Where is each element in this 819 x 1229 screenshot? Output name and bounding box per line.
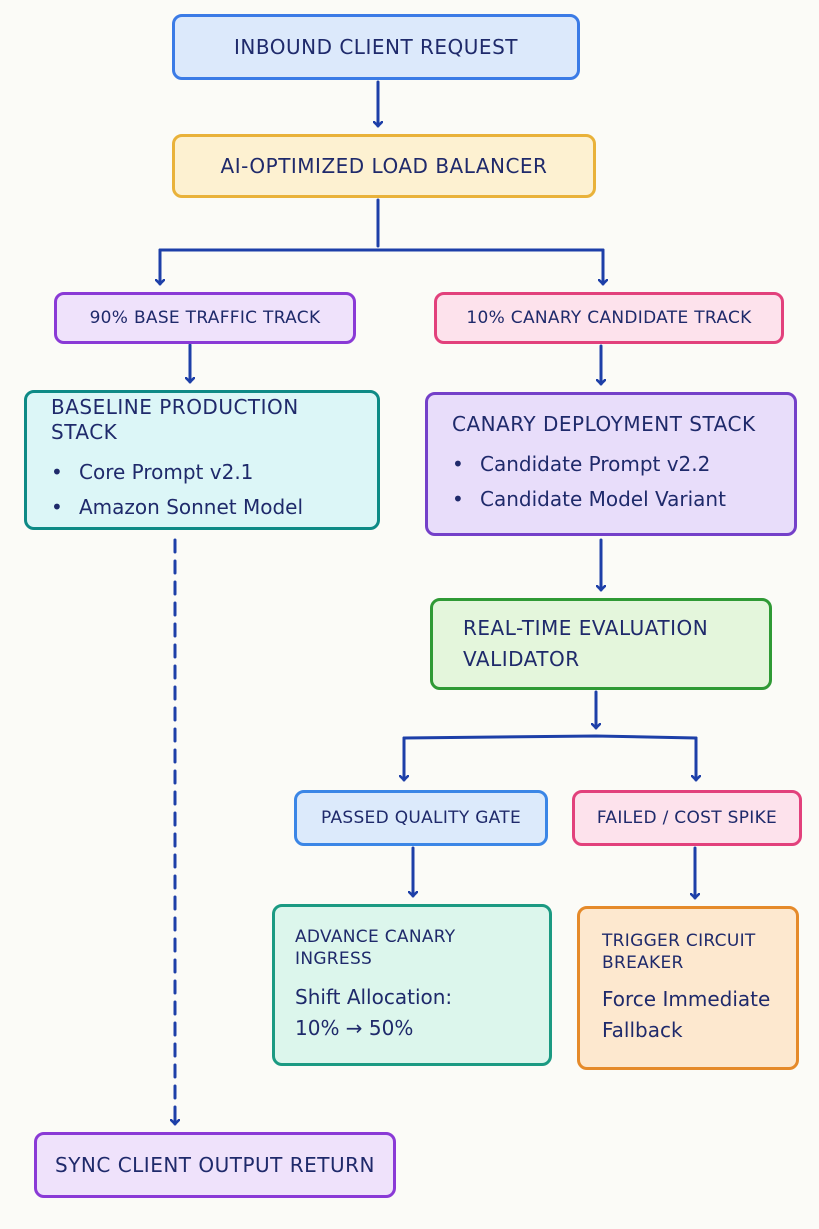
canary-stack-title: CANARY DEPLOYMENT STACK (452, 411, 756, 436)
validator-title-line1: REAL-TIME EVALUATION (463, 616, 709, 640)
list-item: • Candidate Prompt v2.2 (452, 447, 770, 482)
baseline-stack-list: • Core Prompt v2.1 • Amazon Sonnet Model (51, 455, 353, 525)
list-item: • Core Prompt v2.1 (51, 455, 353, 490)
list-item: • Amazon Sonnet Model (51, 490, 353, 525)
advance-body-line1: Shift Allocation: (295, 985, 453, 1010)
circuit-title-line2: BREAKER (602, 953, 684, 973)
inbound-client-request-node: INBOUND CLIENT REQUEST (172, 14, 580, 80)
base-track-title: 90% BASE TRAFFIC TRACK (89, 307, 321, 328)
canary-item-prompt: Candidate Prompt v2.2 (480, 451, 711, 476)
base-traffic-track-node: 90% BASE TRAFFIC TRACK (54, 292, 356, 344)
sync-client-output-return-node: SYNC CLIENT OUTPUT RETURN (34, 1132, 396, 1198)
validator-split-bar (402, 734, 698, 740)
canary-track-title: 10% CANARY CANDIDATE TRACK (466, 307, 752, 328)
advance-title: ADVANCE CANARY INGRESS (295, 926, 456, 969)
inbound-title: INBOUND CLIENT REQUEST (234, 34, 518, 59)
failed-cost-spike-node: FAILED / COST SPIKE (572, 790, 802, 846)
baseline-item-prompt: Core Prompt v2.1 (79, 460, 254, 484)
canary-stack-list: • Candidate Prompt v2.2 • Candidate Mode… (452, 447, 770, 517)
circuit-body: Force Immediate Fallback (602, 984, 786, 1046)
canary-deployment-stack-node: CANARY DEPLOYMENT STACK • Candidate Prom… (425, 392, 797, 536)
sync-return-title: SYNC CLIENT OUTPUT RETURN (55, 1152, 375, 1177)
bullet: • (51, 460, 63, 484)
passed-quality-gate-node: PASSED QUALITY GATE (294, 790, 548, 846)
advance-canary-ingress-node: ADVANCE CANARY INGRESS Shift Allocation:… (272, 904, 552, 1066)
advance-body: Shift Allocation: 10% → 50% (295, 982, 535, 1044)
real-time-evaluation-validator-node: REAL-TIME EVALUATION VALIDATOR (430, 598, 772, 690)
advance-body-line2: 10% → 50% (295, 1016, 414, 1041)
bullet: • (51, 495, 63, 519)
baseline-item-model: Amazon Sonnet Model (79, 495, 304, 519)
canary-candidate-track-node: 10% CANARY CANDIDATE TRACK (434, 292, 784, 344)
circuit-title-line1: TRIGGER CIRCUIT (602, 930, 756, 951)
load-balancer-node: AI-OPTIMIZED LOAD BALANCER (172, 134, 596, 198)
validator-title-line2: VALIDATOR (463, 647, 580, 671)
bullet: • (452, 451, 464, 476)
circuit-body-line1: Force Immediate (602, 987, 771, 1012)
list-item: • Candidate Model Variant (452, 482, 770, 517)
failed-title: FAILED / COST SPIKE (596, 807, 778, 828)
load-balancer-title: AI-OPTIMIZED LOAD BALANCER (220, 153, 548, 178)
baseline-production-stack-node: BASELINE PRODUCTION STACK • Core Prompt … (24, 390, 380, 530)
bullet: • (452, 486, 464, 511)
baseline-stack-title: BASELINE PRODUCTION STACK (51, 395, 299, 444)
circuit-body-line2: Fallback (602, 1018, 683, 1043)
trigger-circuit-breaker-node: TRIGGER CIRCUIT BREAKER Force Immediate … (577, 906, 799, 1070)
canary-item-model: Candidate Model Variant (480, 486, 726, 511)
passed-title: PASSED QUALITY GATE (320, 807, 522, 828)
lb-split-bar (158, 248, 605, 254)
